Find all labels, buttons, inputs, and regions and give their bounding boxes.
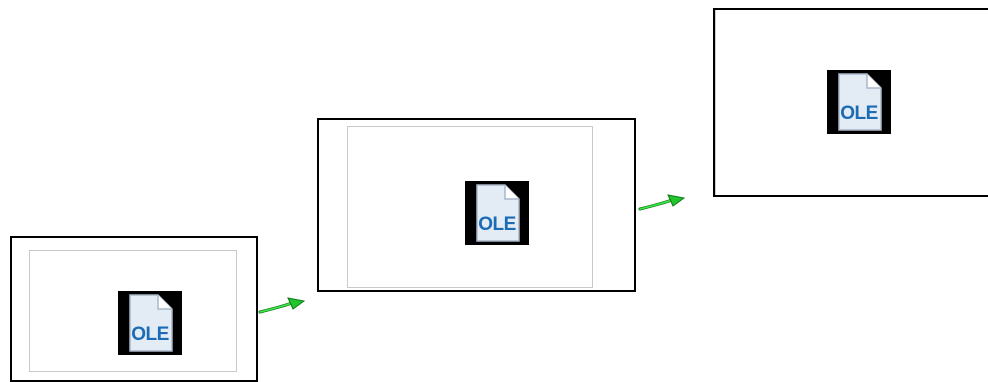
ole-page-shape	[476, 184, 520, 242]
ole-object-frame-1[interactable]: OLE	[10, 236, 258, 382]
ole-page-shape	[129, 294, 173, 352]
ole-document-icon: OLE	[827, 70, 891, 134]
ole-document-icon: OLE	[465, 181, 529, 245]
green-arrow-icon	[258, 297, 306, 314]
ole-object-inner-border-2: OLE	[347, 126, 593, 288]
ole-icon-label: OLE	[478, 214, 516, 235]
ole-object-frame-2[interactable]: OLE	[317, 118, 636, 292]
ole-object-frame-3[interactable]: OLE	[713, 8, 988, 197]
ole-page-shape	[838, 73, 882, 131]
ole-icon-label: OLE	[840, 103, 878, 124]
ole-icon-label: OLE	[131, 324, 169, 345]
ole-object-inner-border-1: OLE	[29, 250, 237, 372]
green-arrow-icon	[638, 194, 686, 211]
ole-object-inner-border-3: OLE	[715, 10, 988, 195]
ole-document-icon: OLE	[118, 291, 182, 355]
